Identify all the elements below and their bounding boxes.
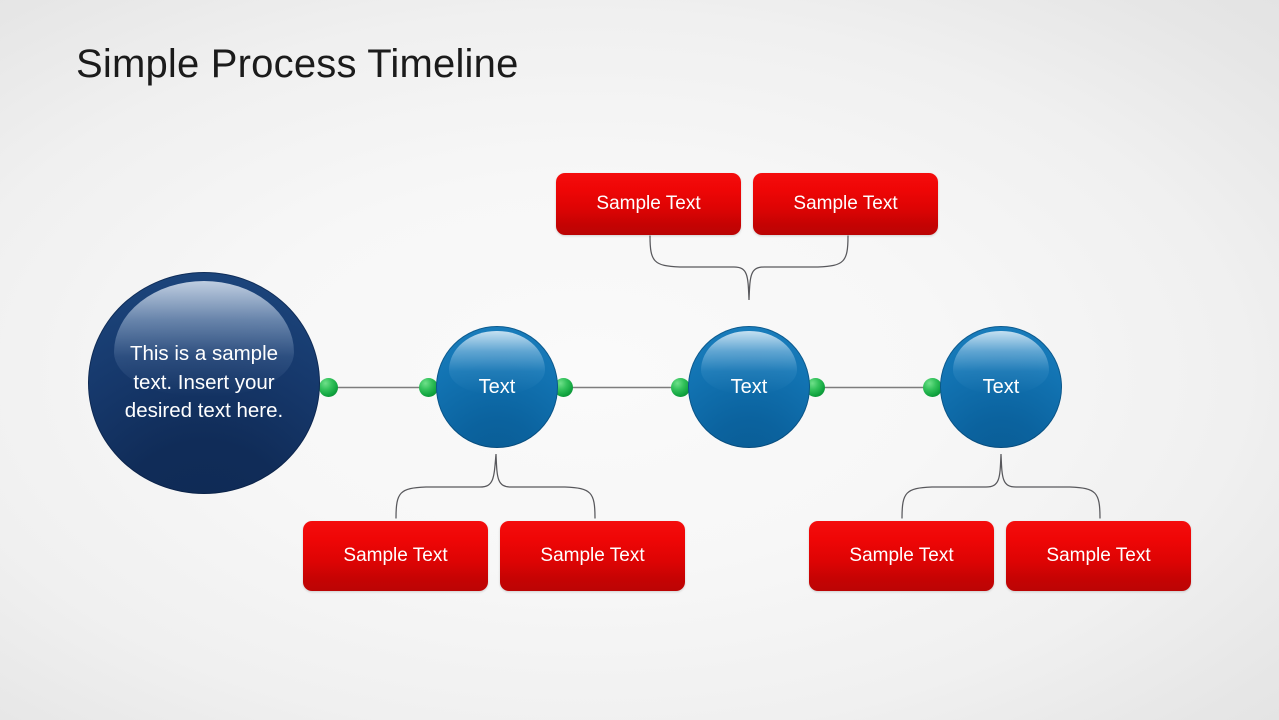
- callout-label: Sample Text: [1046, 545, 1151, 566]
- step-node-2[interactable]: Text: [688, 326, 810, 448]
- callout-label: Sample Text: [793, 193, 898, 214]
- callout-top-1[interactable]: Sample Text: [556, 173, 741, 235]
- callout-label: Sample Text: [540, 545, 645, 566]
- callout-top-2[interactable]: Sample Text: [753, 173, 938, 235]
- connector-knob: [554, 378, 573, 397]
- connector-knob: [923, 378, 942, 397]
- callout-bottom-left-1[interactable]: Sample Text: [303, 521, 488, 591]
- callout-bottom-right-1[interactable]: Sample Text: [809, 521, 994, 591]
- callout-label: Sample Text: [343, 545, 448, 566]
- brace-bottom-left: [395, 453, 596, 519]
- page-title: Simple Process Timeline: [76, 42, 519, 86]
- callout-bottom-left-2[interactable]: Sample Text: [500, 521, 685, 591]
- connector-knob: [806, 378, 825, 397]
- step-node-1-label: Text: [478, 376, 516, 398]
- main-node[interactable]: This is a sample text. Insert your desir…: [88, 272, 320, 494]
- callout-label: Sample Text: [849, 545, 954, 566]
- main-node-label: This is a sample text. Insert your desir…: [124, 342, 284, 423]
- step-node-1[interactable]: Text: [436, 326, 558, 448]
- connector-knob: [419, 378, 438, 397]
- callout-bottom-right-2[interactable]: Sample Text: [1006, 521, 1191, 591]
- step-node-3-label: Text: [982, 376, 1020, 398]
- step-node-3[interactable]: Text: [940, 326, 1062, 448]
- connector-knob: [319, 378, 338, 397]
- brace-top: [649, 235, 849, 301]
- step-node-2-label: Text: [730, 376, 768, 398]
- brace-bottom-right: [901, 453, 1101, 519]
- callout-label: Sample Text: [596, 193, 701, 214]
- connector-knob: [671, 378, 690, 397]
